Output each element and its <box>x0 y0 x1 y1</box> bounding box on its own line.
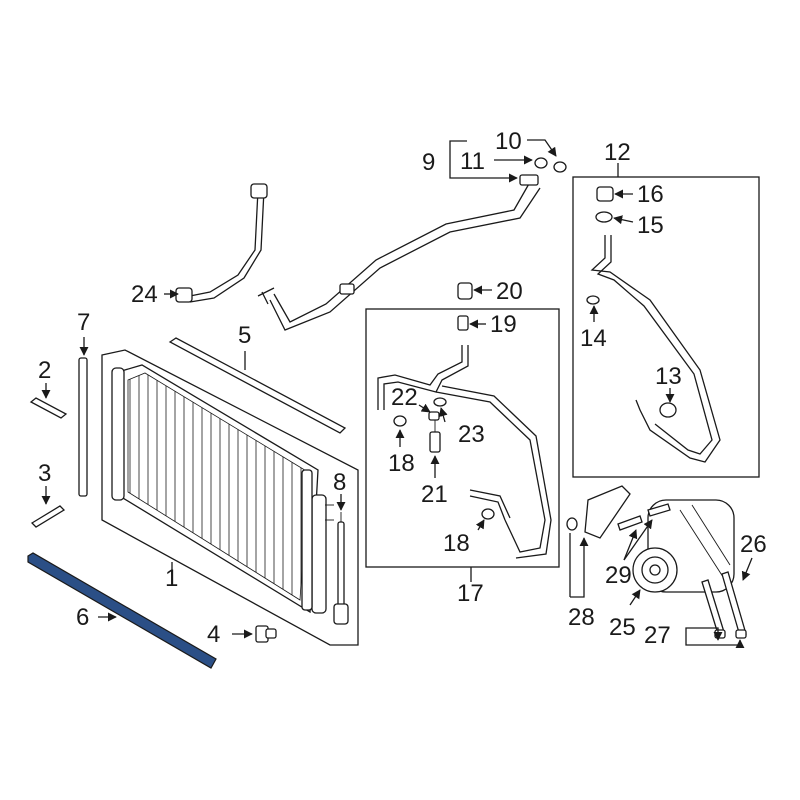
callout-19[interactable]: 19 <box>490 311 517 338</box>
condenser-assembly[interactable] <box>101 349 359 646</box>
side-seal-strip[interactable] <box>78 357 88 497</box>
callout-3[interactable]: 3 <box>38 460 51 487</box>
callout-2[interactable]: 2 <box>38 357 51 384</box>
callout-10[interactable]: 10 <box>495 128 522 155</box>
callout-29[interactable]: 29 <box>605 562 632 589</box>
callout-16[interactable]: 16 <box>637 181 664 208</box>
valve-core-part-22[interactable] <box>428 411 440 421</box>
lower-seal-highlighted[interactable] <box>27 552 217 669</box>
suction-line-part-17[interactable] <box>377 345 552 559</box>
cap-part-16[interactable] <box>596 186 614 202</box>
seal-strip-part-2[interactable] <box>29 397 68 419</box>
seal-strip-part-3[interactable] <box>30 505 66 528</box>
callout-15[interactable]: 15 <box>637 212 664 239</box>
callout-4[interactable]: 4 <box>207 621 220 648</box>
callout-27[interactable]: 27 <box>644 622 671 649</box>
callout-11[interactable]: 11 <box>460 148 485 175</box>
condenser-right-tank <box>301 469 313 611</box>
callout-5[interactable]: 5 <box>238 322 251 349</box>
callout-17[interactable]: 17 <box>457 580 484 607</box>
callout-23[interactable]: 23 <box>458 421 485 448</box>
o-ring-part-18b[interactable] <box>481 508 495 520</box>
condenser-group-outline <box>101 349 359 646</box>
o-ring-part-18a[interactable] <box>393 415 407 427</box>
pressure-switch-part-21[interactable] <box>429 420 441 453</box>
bolt-part-26[interactable] <box>721 571 747 637</box>
callout-9[interactable]: 9 <box>422 149 435 176</box>
callout-21[interactable]: 21 <box>421 481 448 508</box>
callout-labels: 1 2 3 4 5 6 7 8 9 10 11 12 13 14 15 16 1… <box>38 128 767 649</box>
receiver-drier-tank <box>311 494 327 614</box>
callout-28[interactable]: 28 <box>568 604 595 631</box>
leader-lines <box>41 139 753 649</box>
group-12-box <box>572 176 760 478</box>
callout-6[interactable]: 6 <box>76 604 89 631</box>
callout-18b[interactable]: 18 <box>443 530 470 557</box>
o-ring-part-23[interactable] <box>433 397 447 407</box>
callout-13[interactable]: 13 <box>655 363 682 390</box>
callout-20[interactable]: 20 <box>496 278 523 305</box>
callout-24[interactable]: 24 <box>131 281 158 308</box>
callout-1[interactable]: 1 <box>165 565 178 592</box>
callout-22[interactable]: 22 <box>391 384 418 411</box>
upper-seal-strip[interactable] <box>168 337 347 434</box>
compressor-part-25[interactable] <box>632 499 735 593</box>
o-ring-part-14[interactable] <box>586 295 600 305</box>
cap-part-19[interactable] <box>457 315 469 331</box>
o-ring-part-10[interactable] <box>553 161 567 173</box>
condenser-left-tank <box>111 367 125 501</box>
bolt-part-4[interactable] <box>255 625 277 643</box>
seal-part-15[interactable] <box>595 211 613 223</box>
discharge-line[interactable] <box>257 174 541 331</box>
receiver-drier-element[interactable] <box>333 512 349 625</box>
pressure-hose-part-13[interactable] <box>590 235 721 463</box>
gasket-plate-part-28[interactable] <box>566 485 631 539</box>
callout-26[interactable]: 26 <box>740 531 767 558</box>
callout-7[interactable]: 7 <box>77 309 90 336</box>
callout-12[interactable]: 12 <box>604 139 631 166</box>
callout-18a[interactable]: 18 <box>388 450 415 477</box>
callout-14[interactable]: 14 <box>580 325 607 352</box>
cap-part-20[interactable] <box>457 282 473 300</box>
group-17-box <box>365 308 560 568</box>
bolt-part-29[interactable] <box>617 503 671 531</box>
suction-hose-part-24[interactable] <box>175 183 268 303</box>
callout-8[interactable]: 8 <box>333 469 346 496</box>
callout-25[interactable]: 25 <box>609 614 636 641</box>
o-ring-part-11[interactable] <box>534 157 548 169</box>
condenser-fins <box>127 372 309 601</box>
